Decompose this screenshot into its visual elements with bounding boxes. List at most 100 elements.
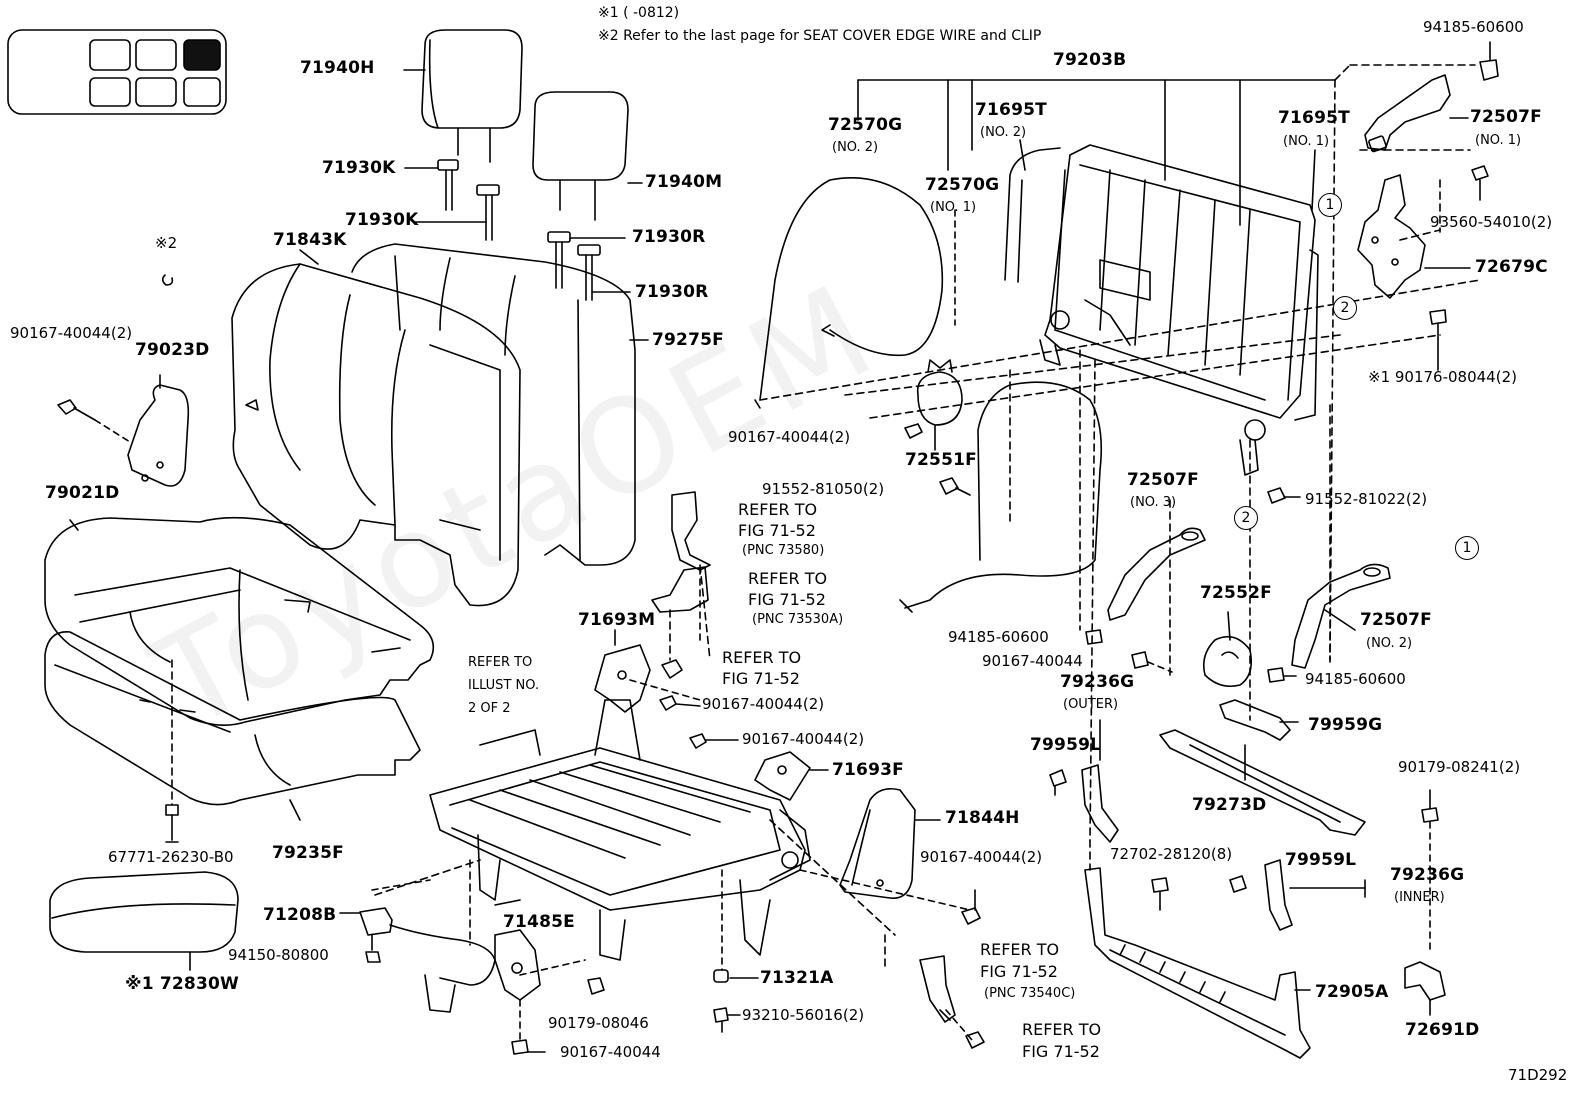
nut-94185-right (1267, 667, 1297, 683)
strap-72507F-no3 (1107, 527, 1206, 621)
sublabel-79236G-inner: (INNER) (1394, 890, 1445, 905)
cable-72570G-no1 (899, 209, 1103, 613)
hinge-bracket-71693F (754, 751, 829, 801)
headrest-guides (404, 159, 631, 301)
part-label-71844H[interactable]: 71844H (945, 808, 1020, 828)
ref-71-52-line2[interactable]: FIG 71-52 (722, 669, 800, 688)
part-label-72551F[interactable]: 72551F (905, 450, 977, 470)
part-label-91552-81022[interactable]: 91552-81022(2) (1305, 490, 1428, 508)
part-label-71930R-a[interactable]: 71930R (632, 227, 706, 247)
part-label-90176-08044[interactable]: ※1 90176-08044(2) (1368, 368, 1517, 386)
part-label-71321A[interactable]: 71321A (760, 968, 834, 988)
part-label-79959G[interactable]: 79959G (1308, 715, 1383, 735)
clip-icon (161, 274, 174, 286)
marker-2-top: 2 (1333, 296, 1357, 320)
header-note-1: ※1 ( -0812) (598, 5, 680, 21)
ref-73580-line2[interactable]: FIG 71-52 (738, 521, 816, 540)
part-label-72691D[interactable]: 72691D (1405, 1020, 1480, 1040)
part-label-90167-40044-2c[interactable]: 90167-40044(2) (920, 848, 1043, 866)
rail-cover-79959L-outer (1049, 764, 1119, 843)
part-label-93210-56016[interactable]: 93210-56016(2) (742, 1006, 865, 1024)
part-label-72830W[interactable]: ※1 72830W (125, 974, 239, 994)
part-label-72507F-no2[interactable]: 72507F (1360, 610, 1432, 630)
ref-73580-line1[interactable]: REFER TO (738, 500, 818, 519)
sublabel-79236G-outer: (OUTER) (1063, 697, 1119, 712)
part-label-90167-40044-2b[interactable]: 90167-40044(2) (742, 730, 865, 748)
frame-leaders (759, 64, 1481, 871)
ref-73530A-line1[interactable]: REFER TO (748, 569, 828, 588)
part-label-93560-54010[interactable]: 93560-54010(2) (1430, 213, 1553, 231)
seatbelt-buckle-73580 (671, 491, 711, 641)
ref-73530A-line2[interactable]: FIG 71-52 (748, 590, 826, 609)
ref-71-52-b-line2[interactable]: FIG 71-52 (1022, 1042, 1100, 1061)
part-label-72679C[interactable]: 72679C (1475, 257, 1548, 277)
ref-illust-line2[interactable]: ILLUST NO. (468, 678, 540, 693)
sublabel-72570G-no2: (NO. 2) (832, 140, 879, 155)
part-label-79236G-inner[interactable]: 79236G (1390, 865, 1465, 885)
part-label-79275F[interactable]: 79275F (652, 330, 724, 350)
part-label-91552-81050[interactable]: 91552-81050(2) (762, 480, 885, 498)
part-label-71485E[interactable]: 71485E (503, 912, 575, 932)
part-label-71930K-a[interactable]: 71930K (322, 158, 396, 178)
part-label-72570G-no1[interactable]: 72570G (925, 175, 1000, 195)
part-label-67771-26230-B0[interactable]: 67771-26230-B0 (108, 848, 234, 866)
part-label-71693F[interactable]: 71693F (832, 760, 904, 780)
part-label-79203B[interactable]: 79203B (1053, 50, 1127, 70)
bracket-72691D (1404, 961, 1446, 1016)
part-label-94150-80800[interactable]: 94150-80800 (228, 946, 329, 964)
part-label-79959L-b[interactable]: 79959L (1285, 850, 1357, 870)
part-label-79021D[interactable]: 79021D (45, 483, 120, 503)
part-label-71693M[interactable]: 71693M (578, 610, 656, 630)
part-label-79235F[interactable]: 79235F (272, 843, 344, 863)
screw-90167-mid (1131, 651, 1173, 673)
ref-71-52-line1[interactable]: REFER TO (722, 648, 802, 667)
part-label-71940M[interactable]: 71940M (645, 172, 723, 192)
part-label-79959L-a[interactable]: 79959L (1030, 735, 1102, 755)
seatback-frame-79203B (1004, 144, 1319, 476)
ref-71-52-b-line1[interactable]: REFER TO (1022, 1020, 1102, 1039)
part-label-72507F-no1[interactable]: 72507F (1470, 107, 1542, 127)
part-label-90167-40044-2d[interactable]: 90167-40044(2) (728, 428, 851, 446)
part-label-79236G-outer[interactable]: 79236G (1060, 672, 1135, 692)
switch-71208B (339, 879, 496, 1013)
ref-73540C-line3: (PNC 73540C) (984, 986, 1076, 1001)
part-label-71208B[interactable]: 71208B (263, 905, 337, 925)
part-label-71940H[interactable]: 71940H (300, 58, 375, 78)
ref-73530A-line3: (PNC 73530A) (752, 612, 844, 627)
part-label-79273D[interactable]: 79273D (1192, 795, 1267, 815)
seatback-pad-79275F (351, 243, 649, 566)
part-label-72552F[interactable]: 72552F (1200, 583, 1272, 603)
part-label-90167-40044-bottom[interactable]: 90167-40044 (560, 1043, 661, 1061)
part-label-72702-28120[interactable]: 72702-28120(8) (1110, 845, 1233, 863)
part-label-71843K[interactable]: 71843K (273, 230, 347, 250)
part-label-72905A[interactable]: 72905A (1315, 982, 1389, 1002)
nut-94185-mid (1085, 629, 1103, 645)
sublabel-72507F-no2: (NO. 2) (1366, 636, 1413, 651)
part-label-90179-08241[interactable]: 90179-08241(2) (1398, 758, 1521, 776)
ref-73540C-line1[interactable]: REFER TO (980, 940, 1060, 959)
screw-91552-81050 (939, 477, 971, 496)
part-label-71695T-no2[interactable]: 71695T (975, 100, 1047, 120)
bolt-72702 (1151, 877, 1169, 911)
part-label-90167-40044-mid[interactable]: 90167-40044 (982, 652, 1083, 670)
ref-73580-line3: (PNC 73580) (742, 543, 825, 558)
part-label-71930K-b[interactable]: 71930K (345, 210, 419, 230)
part-label-90179-08046[interactable]: 90179-08046 (548, 1014, 649, 1032)
part-label-90167-40044-2a[interactable]: 90167-40044(2) (702, 695, 825, 713)
ref-73540C-line2[interactable]: FIG 71-52 (980, 962, 1058, 981)
part-label-79023D[interactable]: 79023D (135, 340, 210, 360)
part-label-71695T-no1[interactable]: 71695T (1278, 108, 1350, 128)
part-label-94185-60600-mid[interactable]: 94185-60600 (948, 628, 1049, 646)
part-label-71930R-b[interactable]: 71930R (635, 282, 709, 302)
location-grid-icon (7, 29, 227, 115)
part-label-90167-40044-left[interactable]: 90167-40044(2) (10, 324, 133, 342)
sublabel-71695T-no2: (NO. 2) (980, 125, 1027, 140)
dashed-leaders-center (374, 564, 896, 971)
part-label-72507F-no3[interactable]: 72507F (1127, 470, 1199, 490)
part-label-note2: ※2 (155, 234, 178, 252)
part-label-94185-60600-right[interactable]: 94185-60600 (1305, 670, 1406, 688)
part-label-72570G-no2[interactable]: 72570G (828, 115, 903, 135)
part-label-94185-60600-top[interactable]: 94185-60600 (1423, 18, 1524, 36)
ref-illust-line1[interactable]: REFER TO (468, 655, 533, 670)
